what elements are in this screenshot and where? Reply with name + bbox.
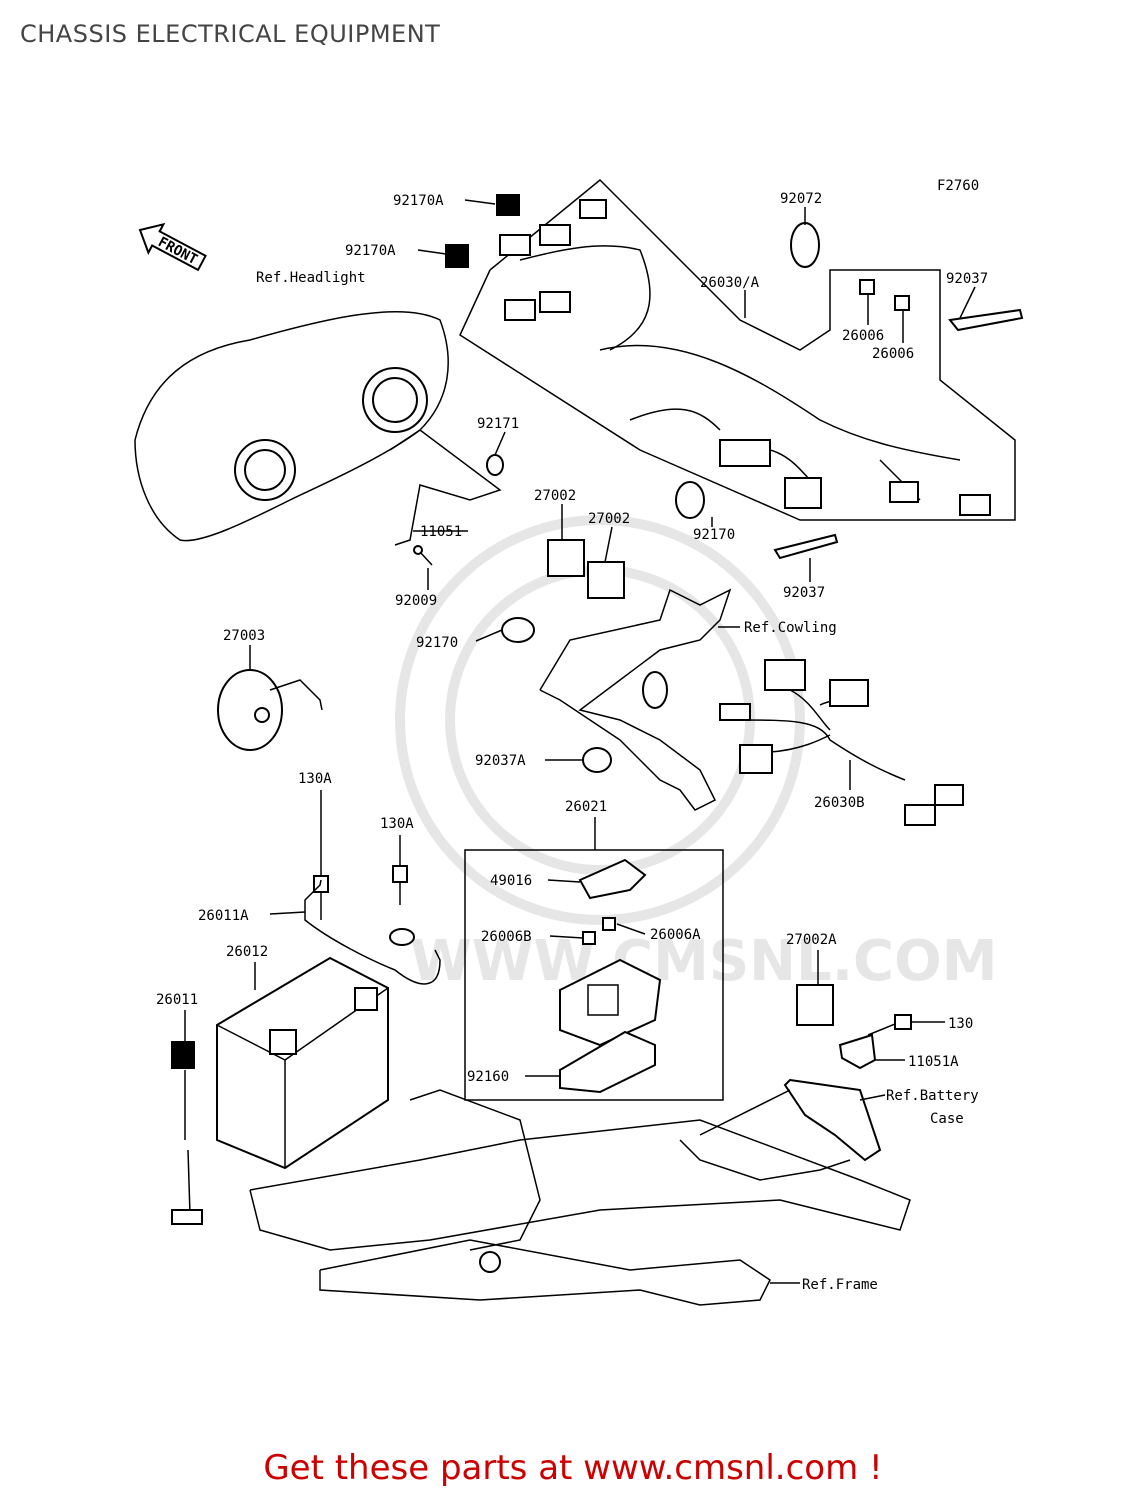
clamp-92171: [486, 454, 504, 476]
label-27002-2: 27002: [588, 511, 630, 527]
label-ref-cowling: Ref.Cowling: [744, 620, 837, 636]
label-130A-1: 130A: [298, 771, 332, 787]
cowling-bracket: [539, 588, 732, 811]
label-92170-mid: 92170: [416, 635, 458, 651]
label-26021: 26021: [565, 799, 607, 815]
label-26030B: 26030B: [814, 795, 865, 811]
footer-link-text[interactable]: Get these parts at www.cmsnl.com !: [263, 1448, 883, 1488]
clamp-92170-right: [675, 481, 705, 519]
label-27002A: 27002A: [786, 932, 837, 948]
label-26011A: 26011A: [198, 908, 249, 924]
label-26006-1: 26006: [842, 328, 884, 344]
fuse-26006A: [602, 917, 616, 931]
horn-27003: [217, 669, 323, 751]
label-26006-2: 26006: [872, 346, 914, 362]
label-ref-battery-case-2: Case: [930, 1111, 964, 1127]
fuse-26006-2: [894, 295, 910, 311]
clamp-92170-mid: [501, 617, 535, 643]
bolt-130: [867, 1014, 912, 1036]
label-92037-mid: 92037: [783, 585, 825, 601]
page-title: CHASSIS ELECTRICAL EQUIPMENT: [20, 20, 441, 48]
headlight-bracket: [389, 429, 502, 546]
watermark-text: WWW.CMSNL.COM: [410, 929, 997, 994]
fuse-box-26021: [559, 958, 662, 1047]
relay-27002A: [796, 984, 834, 1026]
label-92009: 92009: [395, 593, 437, 609]
frame-ref: [249, 1089, 911, 1306]
fuse-26006B: [582, 931, 596, 945]
label-26011: 26011: [156, 992, 198, 1008]
label-11051A: 11051A: [908, 1054, 959, 1070]
clamp-92037A: [582, 747, 612, 773]
label-49016: 49016: [490, 873, 532, 889]
clamp-92170A-2: [445, 244, 469, 268]
label-11051: 11051: [420, 524, 462, 540]
fuse-26006-1: [859, 279, 875, 295]
label-92170A-2: 92170A: [345, 243, 396, 259]
bracket-11051A: [838, 1033, 877, 1070]
strap-92037-mid: [773, 533, 839, 560]
label-26030A: 26030/A: [700, 275, 760, 291]
clamp-92170A-1: [496, 194, 520, 216]
label-27003: 27003: [223, 628, 265, 644]
fuse-box-cover-92160: [559, 1030, 656, 1094]
label-92037A: 92037A: [475, 753, 526, 769]
label-92170-right: 92170: [693, 527, 735, 543]
battery-26012: [216, 956, 389, 1170]
front-arrow-icon: FRONT: [138, 222, 207, 272]
cable-terminal: [389, 928, 415, 946]
strap-92037-top: [948, 308, 1024, 332]
fuse-box-frame: [464, 849, 724, 1101]
label-26012: 26012: [226, 944, 268, 960]
label-92171: 92171: [477, 416, 519, 432]
label-130A-2: 130A: [380, 816, 414, 832]
bolt-130A-2: [392, 865, 408, 905]
label-ref-battery-case-1: Ref.Battery: [886, 1088, 979, 1104]
label-ref-frame: Ref.Frame: [802, 1277, 878, 1293]
label-26006A: 26006A: [650, 927, 701, 943]
label-92037-top: 92037: [946, 271, 988, 287]
label-92072: 92072: [780, 191, 822, 207]
label-26006B: 26006B: [481, 929, 532, 945]
label-ref-headlight: Ref.Headlight: [256, 270, 366, 286]
battery-strap-26011: [171, 1041, 203, 1225]
headlight-assembly: [134, 311, 449, 542]
label-92160: 92160: [467, 1069, 509, 1085]
sub-harness-26030B: [719, 659, 964, 826]
front-arrow-label: FRONT: [155, 234, 200, 268]
band-92072: [790, 222, 820, 268]
label-130: 130: [948, 1016, 973, 1032]
battery-case-ref: [783, 1078, 882, 1162]
label-27002-1: 27002: [534, 488, 576, 504]
fuse-box-cover-49016: [578, 858, 647, 900]
leader-lines: [184, 199, 976, 1284]
screw-92009: [413, 545, 433, 566]
figure-code: F2760: [937, 178, 979, 194]
main-harness: [459, 178, 1016, 521]
label-92170A-1: 92170A: [393, 193, 444, 209]
relay-27002-1: [547, 539, 585, 577]
battery-cable-26011A: [304, 879, 441, 985]
relay-27002-2: [587, 561, 625, 599]
